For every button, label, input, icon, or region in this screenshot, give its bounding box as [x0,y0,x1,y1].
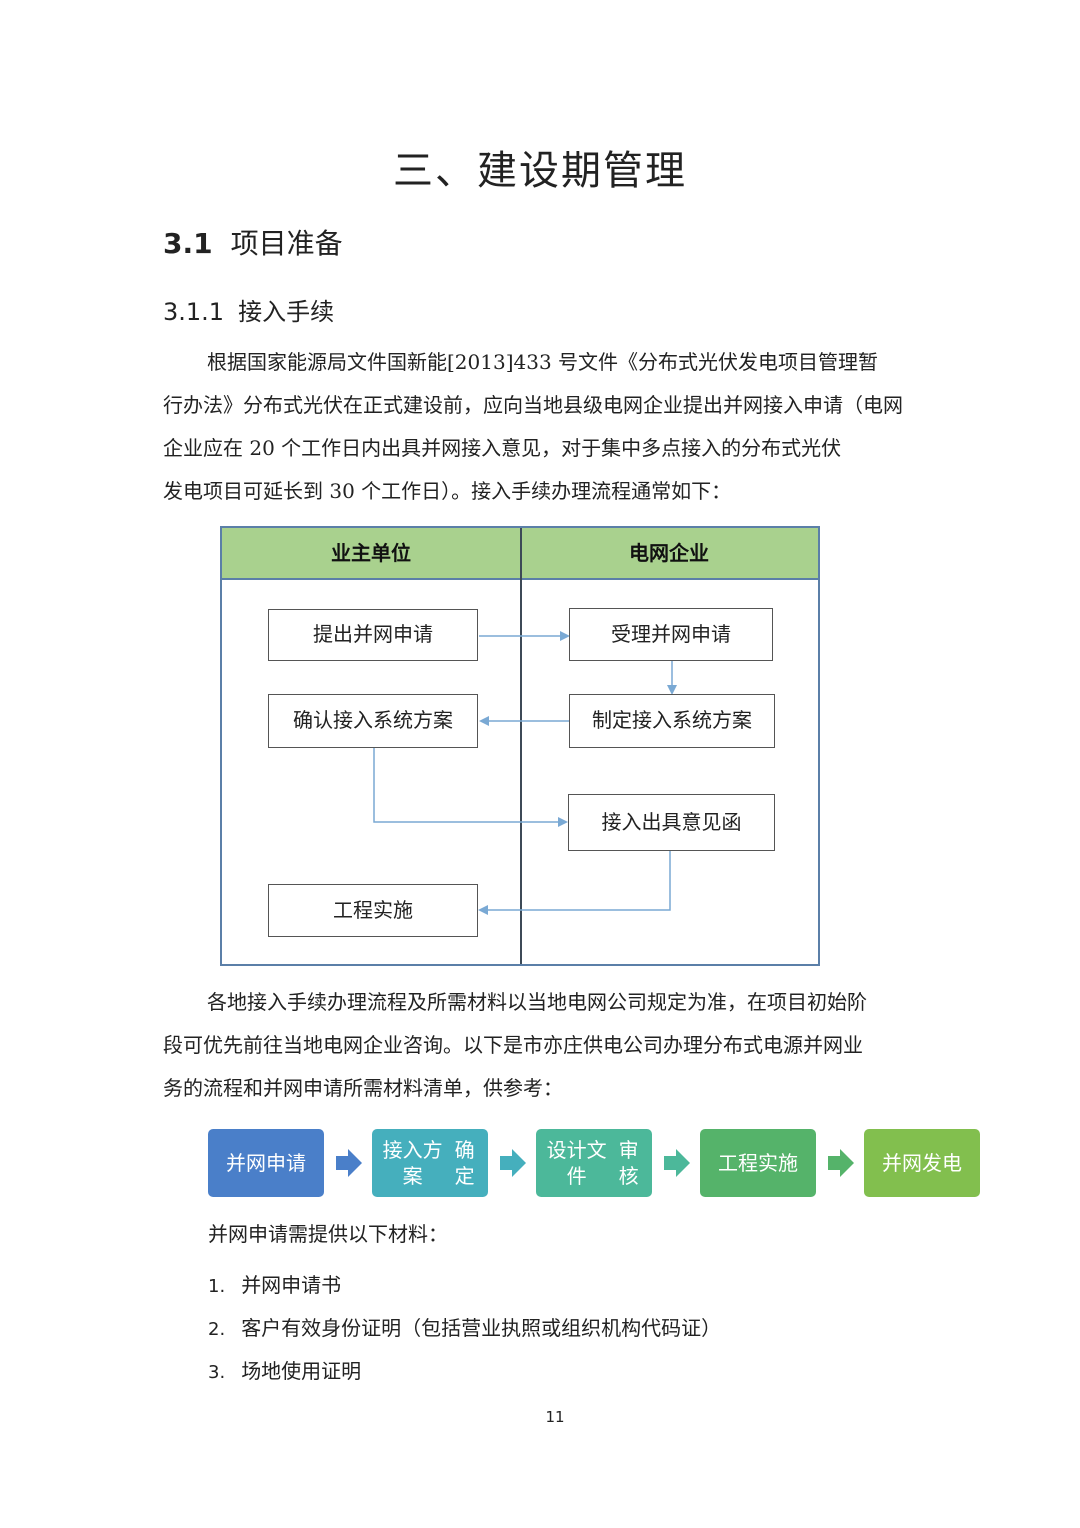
list-number: 1. [208,1276,226,1297]
box-accept-application: 受理并网申请 [569,608,773,661]
step-label: 接入方案 [382,1138,443,1188]
paragraph-line: 根据国家能源局文件国新能[2013]433 号文件《分布式光伏发电项目管理暂 [207,350,879,374]
paragraph-line: 企业应在 20 个工作日内出具并网接入意见，对于集中多点接入的分布式光伏 [163,436,842,460]
process-step-construction: 工程实施 [700,1129,816,1197]
column-divider [520,528,522,964]
step-label: 设计文件 [546,1138,607,1188]
section-heading: 3.1 项目准备 [163,222,343,262]
column-title-grid: 电网企业 [629,541,709,565]
arrow-right-icon [500,1149,526,1177]
list-text: 客户有效身份证明（包括营业执照或组织机构代码证） [241,1316,722,1340]
paragraph-line: 发电项目可延长到 30 个工作日）。接入手续办理流程通常如下： [163,479,732,503]
subsection-title: 接入手续 [238,298,335,326]
list-text: 场地使用证明 [241,1359,362,1383]
paragraph-line: 各地接入手续办理流程及所需材料以当地电网公司规定为准，在项目初始阶 [207,990,867,1014]
list-item: 3. 场地使用证明 [208,1355,361,1384]
paragraph-line: 务的流程和并网申请所需材料清单，供参考： [163,1076,563,1100]
box-implementation: 工程实施 [268,884,478,937]
box-confirm-scheme: 确认接入系统方案 [268,694,478,748]
arrow-right-icon [828,1149,854,1177]
step-label-2: 确定 [454,1138,475,1188]
box-submit-application: 提出并网申请 [268,609,478,661]
page-number: 11 [545,1408,565,1426]
subsection-number: 3.1.1 [163,298,225,326]
paragraph-reference: 各地接入手续办理流程及所需材料以当地电网公司规定为准，在项目初始阶 段可优先前往… [163,981,867,1110]
access-flowchart: 业主单位 电网企业 提出并网申请 受理并网申请 确认接入系统方案 制定接入系统方… [220,526,820,966]
arrow-opinion-to-implement [478,850,671,915]
box-formulate-scheme: 制定接入系统方案 [569,694,775,748]
arrow-right-icon [664,1149,690,1177]
step-label: 并网申请 [226,1151,306,1175]
arrow-confirm-to-opinion [373,748,568,827]
paragraph-intro: 根据国家能源局文件国新能[2013]433 号文件《分布式光伏发电项目管理暂 行… [163,341,903,513]
flowchart-connectors [373,631,677,915]
list-item: 1. 并网申请书 [208,1269,341,1298]
paragraph-line: 行办法》分布式光伏在正式建设前，应向当地县级电网企业提出并网接入申请（电网 [163,393,903,417]
arrow-right-icon [336,1149,362,1177]
list-number: 3. [208,1362,226,1383]
list-number: 2. [208,1319,226,1340]
process-step-scheme: 接入方案 确定 [372,1129,488,1197]
process-step-design-review: 设计文件 审核 [536,1129,652,1197]
paragraph-line: 段可优先前往当地电网企业咨询。以下是市亦庄供电公司办理分布式电源并网业 [163,1033,863,1057]
list-item: 2. 客户有效身份证明（包括营业执照或组织机构代码证） [208,1312,721,1341]
step-label: 并网发电 [882,1151,962,1175]
chapter-title: 三、建设期管理 [393,148,687,194]
column-title-owner: 业主单位 [331,541,411,565]
subsection-heading: 3.1.1 接入手续 [163,292,334,327]
step-label-2: 审核 [618,1138,639,1188]
box-issue-opinion: 接入出具意见函 [568,794,775,851]
list-text: 并网申请书 [241,1273,342,1297]
materials-intro: 并网申请需提供以下材料： [208,1222,448,1246]
process-step-apply: 并网申请 [208,1129,324,1197]
process-step-generation: 并网发电 [864,1129,980,1197]
section-number: 3.1 [163,227,213,260]
section-title: 项目准备 [230,227,343,260]
step-label: 工程实施 [718,1151,798,1175]
